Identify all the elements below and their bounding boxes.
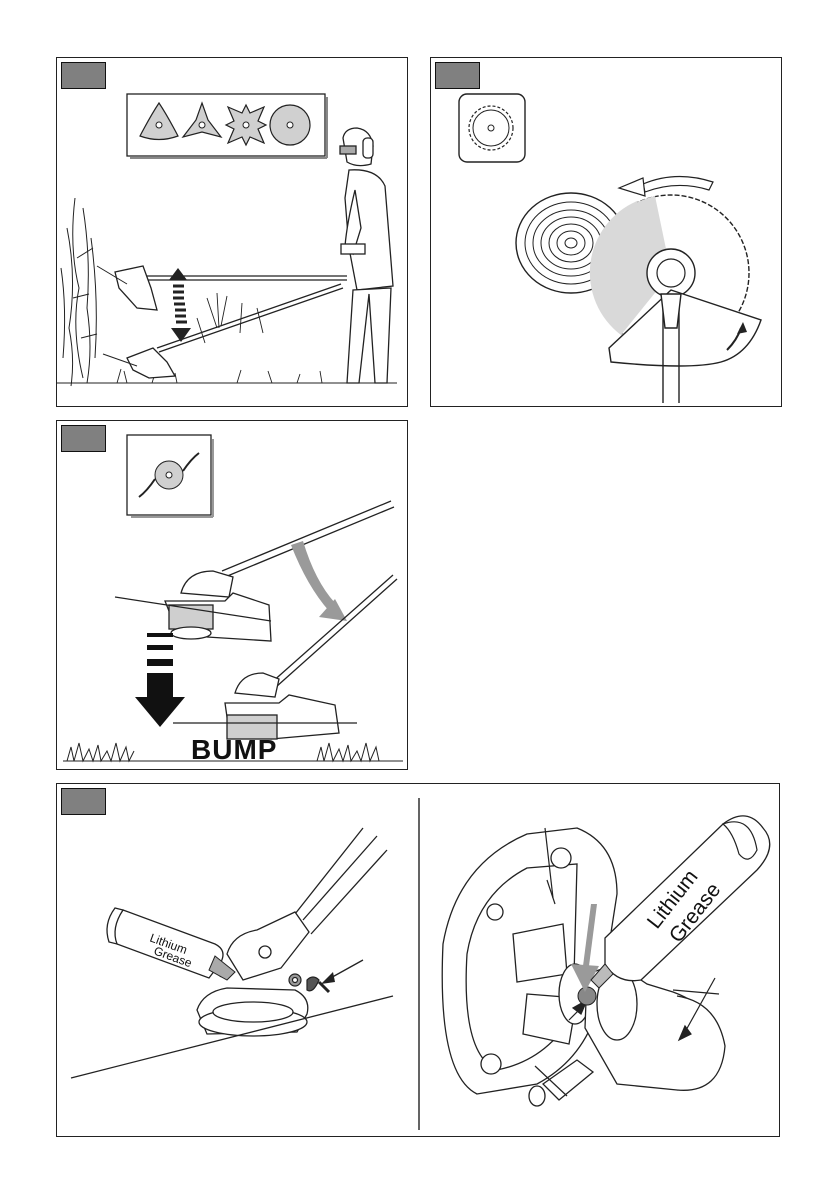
bump-feed-illustration: BUMP: [57, 421, 409, 771]
figure-panel-gearbox-grease: Lithium Grease: [56, 783, 780, 1137]
grease-tube-right: Lithium Grease: [591, 816, 770, 988]
trimmer-upper: [97, 266, 347, 310]
trimmer-head-raised: [115, 501, 394, 641]
operator-figure: [340, 128, 393, 383]
bump-label: BUMP: [191, 734, 277, 765]
bump-down-arrow: [135, 633, 185, 727]
grease-illustration: Lithium Grease: [57, 784, 781, 1138]
grass: [57, 293, 397, 383]
brush-cutting-illustration: [57, 58, 409, 408]
screw-pointer-arrow: [321, 960, 363, 984]
four-tooth-blade-icon: [226, 105, 266, 145]
brush-vegetation: [61, 198, 97, 386]
figure-panel-saw-blade: [430, 57, 782, 407]
grease-point: [578, 987, 596, 1005]
trimmer-gearhead: [71, 828, 393, 1078]
grease-tube-left: Lithium Grease: [107, 908, 235, 980]
figure-panel-blade-usage: [56, 57, 408, 407]
blade-types-box: [127, 94, 327, 158]
saw-blade-icon: [459, 94, 525, 162]
figure-panel-bump-feed: BUMP: [56, 420, 408, 770]
rotation-arrow: [619, 176, 713, 196]
drive-shaft: [585, 964, 725, 1090]
motion-arrow: [291, 541, 347, 621]
saw-blade-illustration: [431, 58, 783, 408]
disc-blade-icon: [270, 105, 310, 145]
height-adjust-arrow: [169, 268, 191, 342]
trimmer-head-bumping: [173, 575, 397, 739]
trimmer-line-head-icon: [127, 435, 213, 517]
